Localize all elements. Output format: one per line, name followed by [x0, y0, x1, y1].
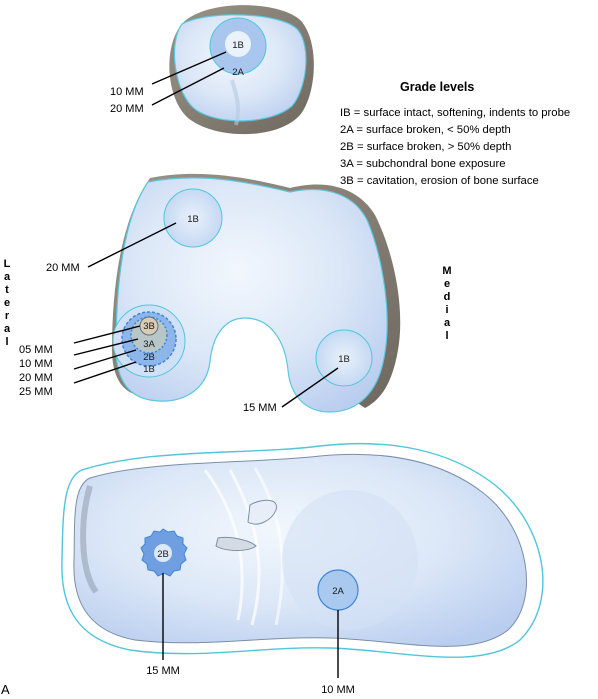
figure-letter: A: [1, 682, 10, 697]
patella-lesion-inner: [225, 31, 251, 57]
medial-letter: d: [443, 291, 451, 303]
femur-callout-upper-20mm: 20 MM: [46, 262, 80, 274]
legend-item-2b: 2B = surface broken, > 50% depth: [340, 141, 512, 153]
femur-grade-1b-lower: 1B: [143, 364, 155, 375]
medial-label: M e d i a l: [440, 265, 454, 343]
medial-letter: e: [443, 278, 451, 290]
femur-callout-20mm: 20 MM: [19, 372, 53, 384]
patella-grade-1b: 1B: [232, 40, 244, 51]
medial-letter: M: [442, 265, 452, 277]
lateral-letter: L: [3, 258, 11, 270]
femur-grade-2b: 2B: [143, 352, 155, 363]
patella: 1B 2A 10 MM 20 MM: [110, 5, 314, 135]
femur-grade-3b: 3B: [143, 321, 155, 332]
patella-grade-2a: 2A: [232, 67, 244, 78]
femur-callout-05mm: 05 MM: [19, 344, 53, 356]
medial-letter: l: [445, 330, 449, 342]
lateral-letter: e: [3, 297, 11, 309]
femur: 1B 20 MM 3B 3A 2B 1B 05 MM 10 MM 20 MM 2…: [19, 173, 401, 414]
tibia: 2B 15 MM 2A 10 MM: [61, 442, 544, 696]
legend-item-1b: IB = surface intact, softening, indents …: [340, 107, 571, 119]
femur-callout-10mm: 10 MM: [19, 358, 53, 370]
femur-lesion-lateral-upper: [163, 188, 223, 248]
legend-item-3b: 3B = cavitation, erosion of bone surface: [340, 175, 539, 187]
lateral-letter: a: [3, 323, 11, 335]
legend-title: Grade levels: [400, 80, 475, 94]
tibia-grade-2b: 2B: [157, 549, 169, 560]
femur-grade-1b-upper: 1B: [187, 214, 199, 225]
lateral-letter: t: [5, 284, 9, 296]
medial-letter: i: [445, 304, 449, 316]
legend-item-3a: 3A = subchondral bone exposure: [340, 158, 506, 170]
femur-callout-15mm: 15 MM: [243, 402, 277, 414]
patella-callout-20mm: 20 MM: [110, 103, 144, 115]
femur-grade-3a: 3A: [143, 339, 155, 350]
medial-letter: a: [443, 317, 451, 329]
lateral-label: L a t e r a l: [0, 258, 14, 349]
tibia-callout-10mm: 10 MM: [321, 684, 355, 696]
legend-item-2a: 2A = surface broken, < 50% depth: [340, 124, 511, 136]
patella-callout-10mm: 10 MM: [110, 86, 144, 98]
lateral-letter: a: [3, 271, 11, 283]
tibia-callout-15mm: 15 MM: [146, 665, 180, 677]
lateral-letter: l: [5, 336, 9, 348]
grade-legend: Grade levels IB = surface intact, soften…: [340, 80, 595, 190]
lateral-letter: r: [4, 310, 10, 322]
femur-grade-1b-medial: 1B: [338, 354, 350, 365]
femur-callout-25mm: 25 MM: [19, 386, 53, 398]
femur-lesion-medial: [315, 329, 373, 387]
tibia-grade-2a: 2A: [332, 586, 344, 597]
